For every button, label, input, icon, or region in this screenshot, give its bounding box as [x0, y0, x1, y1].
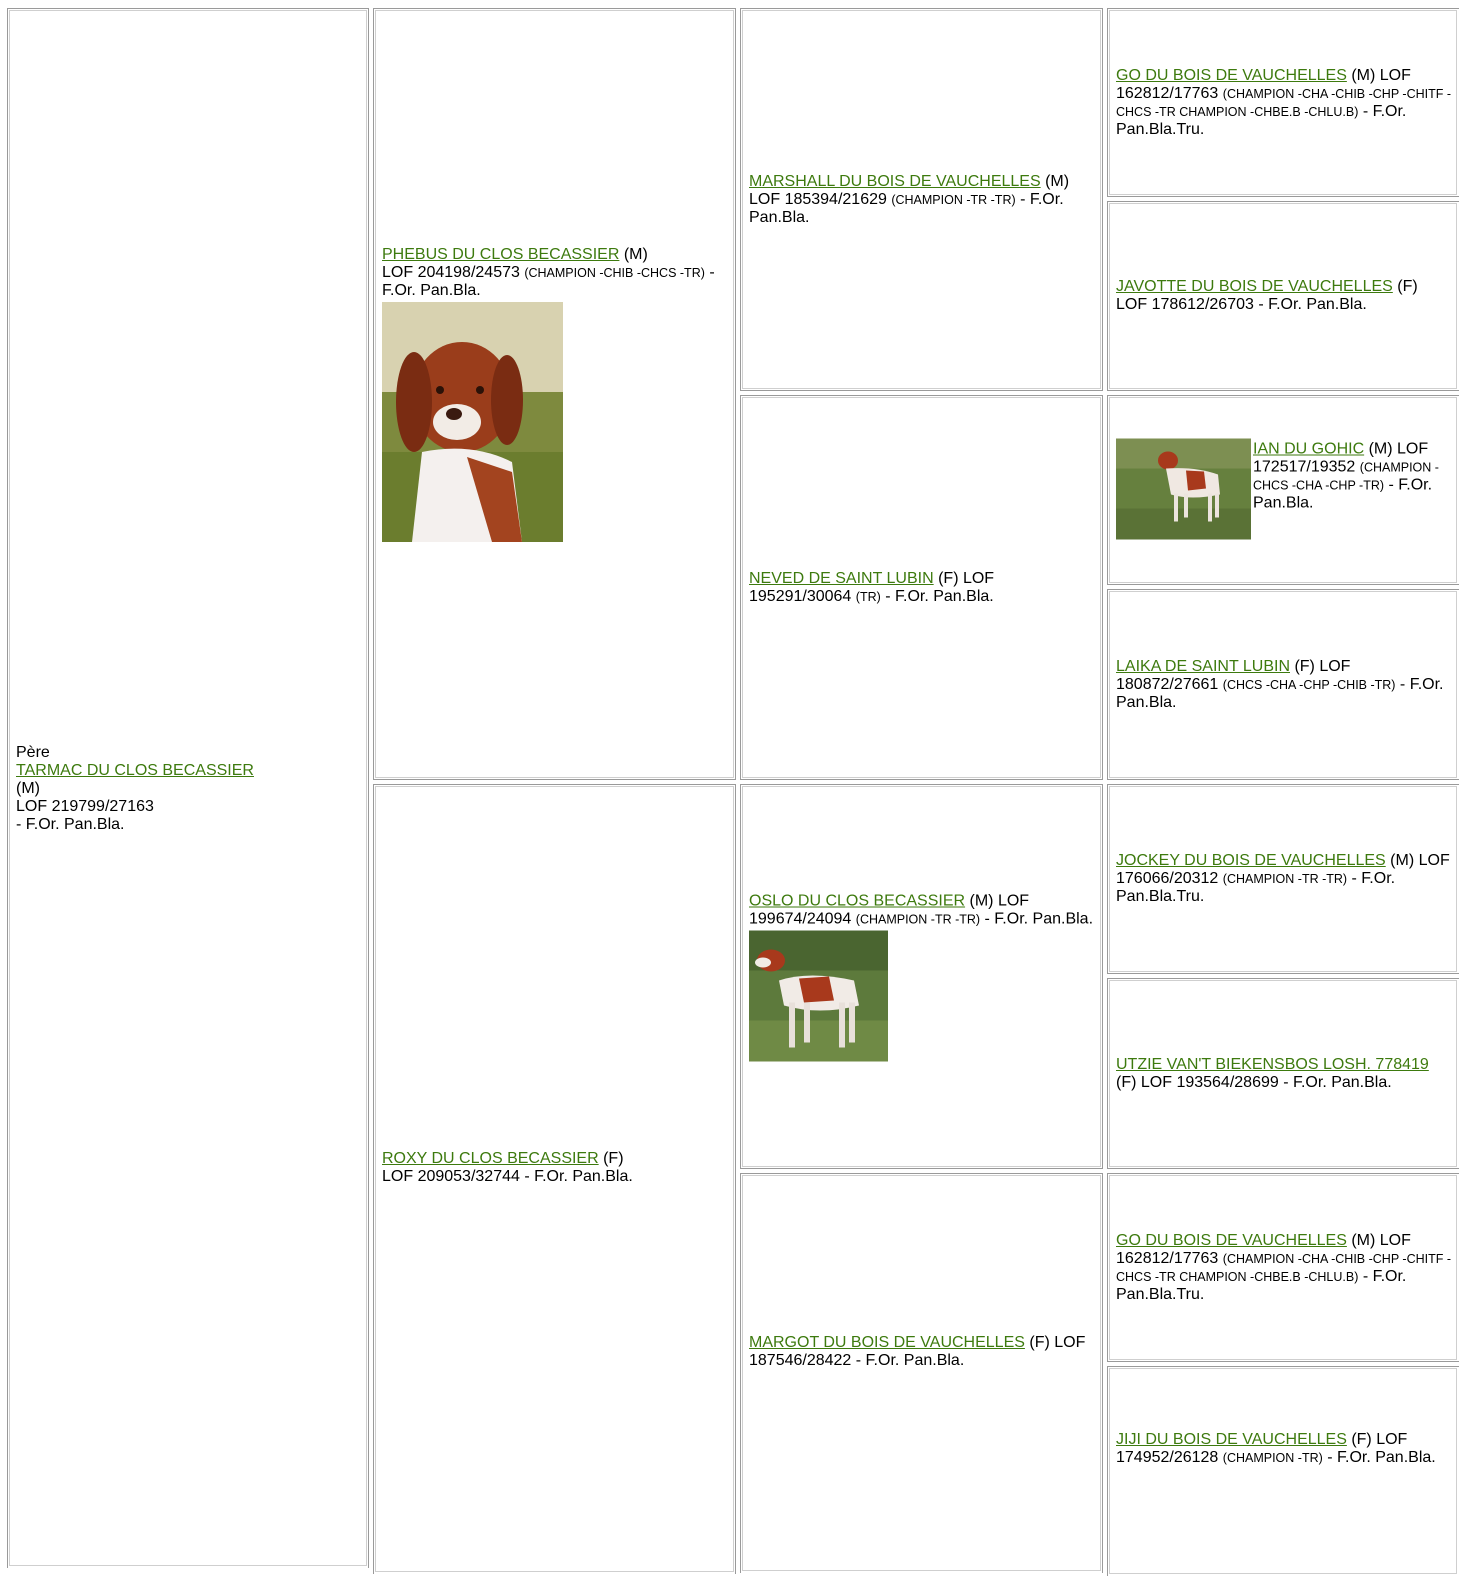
- pedigree-cell-gen4-7: JIJI DU BOIS DE VAUCHELLES (F) LOF 17495…: [1107, 1366, 1459, 1576]
- dog-details: (F) LOF 193564/28699 - F.Or. Pan.Bla.: [1116, 1073, 1392, 1091]
- dog-name-link[interactable]: OSLO DU CLOS BECASSIER: [749, 892, 966, 909]
- dog-tail: - F.Or. Pan.Bla.: [1116, 675, 1444, 711]
- pedigree-cell-gen4-6: GO DU BOIS DE VAUCHELLES (M) LOF 162812/…: [1107, 1173, 1459, 1362]
- pedigree-cell-gen4-4: JOCKEY DU BOIS DE VAUCHELLES (M) LOF 176…: [1107, 784, 1459, 974]
- dog-name-link[interactable]: UTZIE VAN'T BIEKENSBOS LOSH. 778419: [1116, 1055, 1429, 1073]
- dog-registration: LOF 204198/24573: [382, 264, 525, 281]
- dog-name-link[interactable]: GO DU BOIS DE VAUCHELLES: [1116, 66, 1347, 84]
- dog-registration: LOF 209053/32744 - F.Or. Pan.Bla.: [382, 1168, 633, 1185]
- pedigree-cell-gen3-0: MARSHALL DU BOIS DE VAUCHELLES (M) LOF 1…: [740, 8, 1103, 391]
- dog-name-link[interactable]: MARGOT DU BOIS DE VAUCHELLES: [749, 1334, 1025, 1351]
- dog-name-link[interactable]: MARSHALL DU BOIS DE VAUCHELLES: [749, 172, 1041, 190]
- dog-titles: (CHAMPION -CHIB -CHCS -TR): [524, 266, 705, 280]
- dog-tail: - F.Or. Pan.Bla.: [1253, 476, 1433, 512]
- dog-tail: - F.Or. Pan.Bla.: [1322, 1449, 1436, 1466]
- dog-tail: - F.Or. Pan.Bla.: [382, 264, 715, 299]
- dog-titles: (CHAMPION -CHCS -CHA -CHP -TR): [1253, 460, 1439, 493]
- dog-details: (M): [619, 246, 648, 263]
- dog-name-link[interactable]: PHEBUS DU CLOS BECASSIER: [382, 246, 620, 263]
- dog-name-link[interactable]: LAIKA DE SAINT LUBIN: [1116, 657, 1290, 675]
- dog-details: (F) LOF 180872/27661: [1116, 657, 1351, 693]
- dog-titles: (CHAMPION -TR -TR): [1222, 872, 1348, 886]
- dog-details: (F): [598, 1150, 624, 1167]
- dog-photo-standing[interactable]: [1116, 438, 1251, 540]
- father-lof: LOF 219799/27163: [16, 798, 154, 815]
- father-info: Père TARMAC DU CLOS BECASSIER (M) LOF 21…: [16, 744, 362, 834]
- dog-titles: (CHAMPION -TR): [1222, 1451, 1323, 1465]
- dog-details: (M) LOF 162812/17763: [1116, 66, 1411, 102]
- dog-details: (M) LOF 172517/19352: [1253, 440, 1429, 476]
- dog-titles: (CHAMPION -TR -TR): [855, 912, 981, 926]
- dog-titles: (CHAMPION -TR -TR): [891, 192, 1016, 207]
- dog-tail: - F.Or. Pan.Bla.Tru.: [1116, 870, 1396, 905]
- dog-tail: - F.Or. Pan.Bla.: [749, 190, 1064, 226]
- dog-photo-pointer[interactable]: [749, 930, 888, 1061]
- pedigree-cell-gen2-0: PHEBUS DU CLOS BECASSIER (M) LOF 204198/…: [373, 8, 736, 780]
- dog-name-link[interactable]: JIJI DU BOIS DE VAUCHELLES: [1116, 1431, 1347, 1448]
- dog-photo-spaniel[interactable]: [382, 302, 563, 542]
- dog-details: (F) LOF 178612/26703 - F.Or. Pan.Bla.: [1116, 278, 1418, 313]
- father-heading: Père: [16, 744, 50, 761]
- pedigree-cell-father: Père TARMAC DU CLOS BECASSIER (M) LOF 21…: [7, 8, 369, 1568]
- dog-titles: (TR): [855, 589, 881, 604]
- pedigree-cell-gen3-1: NEVED DE SAINT LUBIN (F) LOF 195291/3006…: [740, 395, 1103, 780]
- dog-tail: - F.Or. Pan.Bla.Tru.: [1116, 102, 1407, 138]
- pedigree-cell-gen2-1: ROXY DU CLOS BECASSIER (F) LOF 209053/32…: [373, 784, 736, 1574]
- pedigree-cell-gen3-2: OSLO DU CLOS BECASSIER (M) LOF 199674/24…: [740, 784, 1103, 1169]
- pedigree-cell-gen4-5: UTZIE VAN'T BIEKENSBOS LOSH. 778419 (F) …: [1107, 978, 1459, 1169]
- dog-name-link[interactable]: IAN DU GOHIC: [1253, 440, 1365, 458]
- pedigree-cell-gen4-0: GO DU BOIS DE VAUCHELLES (M) LOF 162812/…: [1107, 8, 1459, 197]
- pedigree-cell-gen4-1: JAVOTTE DU BOIS DE VAUCHELLES (F) LOF 17…: [1107, 201, 1459, 391]
- dog-tail: - F.Or. Pan.Bla.: [980, 910, 1094, 927]
- dog-tail: - F.Or. Pan.Bla.Tru.: [1116, 1267, 1407, 1303]
- dog-name-link[interactable]: JOCKEY DU BOIS DE VAUCHELLES: [1116, 852, 1386, 869]
- dog-titles: (CHAMPION -CHA -CHIB -CHP -CHITF -CHCS -…: [1116, 86, 1452, 119]
- pedigree-cell-gen4-2: IAN DU GOHIC (M) LOF 172517/19352 (CHAMP…: [1107, 395, 1459, 585]
- dog-titles: (CHCS -CHA -CHP -CHIB -TR): [1222, 677, 1396, 692]
- dog-name-link[interactable]: ROXY DU CLOS BECASSIER: [382, 1150, 599, 1167]
- pedigree-cell-gen3-3: MARGOT DU BOIS DE VAUCHELLES (F) LOF 187…: [740, 1173, 1103, 1573]
- dog-details: (M) LOF 162812/17763: [1116, 1231, 1411, 1267]
- pedigree-cell-gen4-3: LAIKA DE SAINT LUBIN (F) LOF 180872/2766…: [1107, 589, 1459, 780]
- dog-titles: (CHAMPION -CHA -CHIB -CHP -CHITF -CHCS -…: [1116, 1251, 1452, 1284]
- dog-tail: - F.Or. Pan.Bla.: [880, 587, 994, 605]
- father-tail: - F.Or. Pan.Bla.: [16, 816, 125, 833]
- dog-details: (M) LOF 199674/24094: [749, 892, 1030, 927]
- dog-details: (M) LOF 176066/20312: [1116, 852, 1450, 887]
- dog-name-link[interactable]: GO DU BOIS DE VAUCHELLES: [1116, 1231, 1347, 1249]
- dog-details: (F) LOF 187546/28422 - F.Or. Pan.Bla.: [749, 1334, 1086, 1369]
- dog-details: (F) LOF 174952/26128: [1116, 1431, 1408, 1466]
- dog-name-link[interactable]: NEVED DE SAINT LUBIN: [749, 569, 934, 587]
- dog-name-link[interactable]: JAVOTTE DU BOIS DE VAUCHELLES: [1116, 278, 1393, 295]
- father-name-link[interactable]: TARMAC DU CLOS BECASSIER: [16, 762, 254, 779]
- dog-details: (F) LOF 195291/30064: [749, 569, 995, 605]
- dog-details: (M) LOF 185394/21629: [749, 172, 1070, 208]
- father-sex: (M): [16, 780, 40, 797]
